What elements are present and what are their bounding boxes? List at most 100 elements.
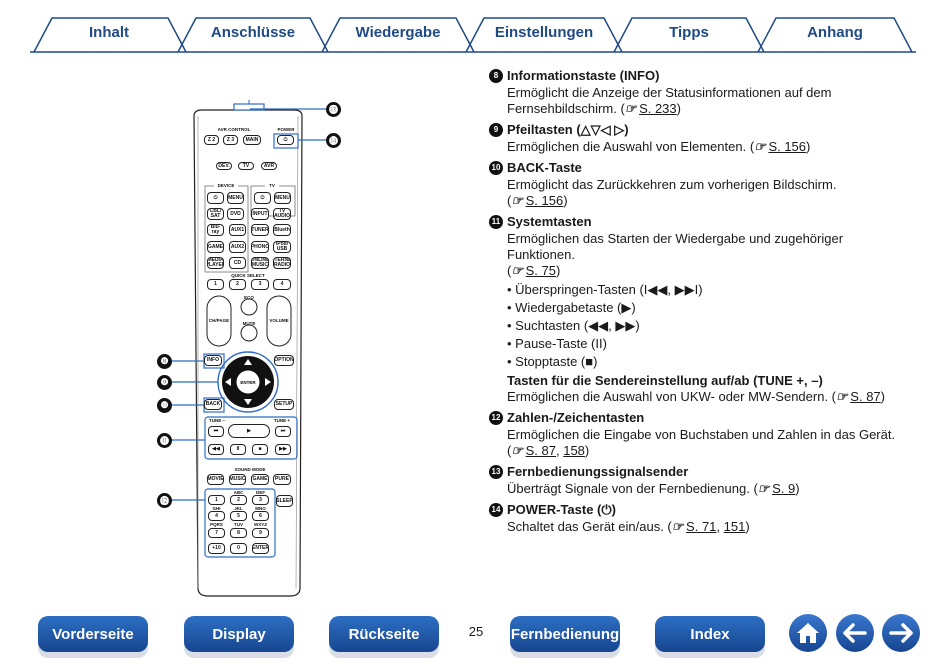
page-link[interactable]: S. 87 [850, 389, 881, 404]
power-button[interactable]: ⏻ [277, 135, 294, 145]
home-button[interactable] [789, 614, 827, 652]
sleep-button[interactable]: SLEEP [276, 495, 293, 507]
front-panel-button[interactable]: Vorderseite [38, 616, 148, 652]
game-mode-button[interactable]: GAME [251, 474, 269, 485]
tv-power-button[interactable]: ⏻ [254, 192, 271, 204]
enter-key-button[interactable]: ENTER [252, 543, 269, 554]
tab-anhang[interactable]: Anhang [807, 24, 863, 41]
skip-forward-button[interactable]: ⏭ [275, 426, 291, 437]
tv-mode-button[interactable]: TV [238, 162, 254, 170]
main-button[interactable]: MAIN [243, 135, 261, 145]
tab-anschluesse[interactable]: Anschlüsse [210, 24, 296, 41]
key-0[interactable]: 0 [230, 543, 247, 554]
quick-select-4[interactable]: 4 [273, 279, 291, 290]
aux1-button[interactable]: AUX1 [229, 224, 246, 236]
rewind-button[interactable]: ◀◀ [208, 444, 224, 455]
quick-select-2[interactable]: 2 [229, 279, 246, 290]
key-6[interactable]: 6 [252, 511, 269, 521]
input-button[interactable]: INPUT [251, 208, 269, 220]
bluetooth-button[interactable]: Blueth [273, 224, 291, 236]
ghi-label: GHI [212, 506, 221, 511]
key-2[interactable]: 2 [230, 495, 247, 505]
key-7[interactable]: 7 [208, 528, 225, 538]
pause-button[interactable]: II [230, 444, 246, 455]
page-link[interactable]: S. 71 [686, 519, 717, 534]
page-number: 25 [468, 624, 484, 639]
key-plus10[interactable]: +10 [208, 543, 225, 554]
system-button-list: • Überspringen-Tasten (I◀◀, ▶▶I) • Wiede… [507, 281, 909, 371]
bluray-button[interactable]: Blu-ray [207, 224, 224, 236]
device-power-button[interactable]: ⏻ [207, 192, 224, 204]
tv-menu-button[interactable]: MENU [274, 192, 291, 204]
pure-button[interactable]: PURE [273, 474, 291, 485]
music-button[interactable]: MUSIC [229, 474, 246, 485]
display-button[interactable]: Display [184, 616, 294, 652]
media-player-button[interactable]: MEDIA PLAYER [207, 257, 224, 269]
page-link[interactable]: S. 75 [525, 263, 556, 278]
enter-button[interactable]: ENTER [238, 380, 258, 385]
jkl-label: JKL [234, 506, 243, 511]
item-title: Systemtasten [507, 214, 592, 229]
setup-button[interactable]: SETUP [274, 399, 294, 410]
index-button[interactable]: Index [655, 616, 765, 652]
dev-button[interactable]: DEV. [216, 162, 232, 170]
cd-button[interactable]: CD [229, 257, 246, 269]
back-arrow-button[interactable] [836, 614, 874, 652]
online-music-button[interactable]: ONLINE MUSIC [251, 257, 269, 269]
remote-control-button[interactable]: Fernbedienung [510, 616, 620, 652]
aux2-button[interactable]: AUX2 [229, 241, 246, 253]
movie-button[interactable]: MOVIE [207, 474, 224, 485]
device-menu-button[interactable]: MENU [227, 192, 244, 204]
quick-select-3[interactable]: 3 [251, 279, 269, 290]
item-title: Fernbedienungssignalsender [507, 464, 689, 479]
page-link[interactable]: S. 156 [768, 139, 807, 154]
back-button[interactable]: BACK [204, 399, 222, 410]
page-link-2[interactable]: 158 [563, 443, 585, 458]
play-button[interactable]: ▶ [228, 424, 270, 438]
tuner-button[interactable]: TUNER [251, 224, 269, 236]
z2-button[interactable]: Z 2 [204, 135, 219, 145]
key-3[interactable]: 3 [252, 495, 269, 505]
tv-audio-button[interactable]: TV AUDIO [273, 208, 291, 220]
quick-select-1[interactable]: 1 [207, 279, 224, 290]
fast-forward-button[interactable]: ▶▶ [275, 444, 291, 455]
page-link[interactable]: S. 156 [525, 193, 564, 208]
reference-icon: ☞ [511, 443, 523, 458]
internet-radio-button[interactable]: INTERNET RADIO [273, 257, 291, 269]
key-1[interactable]: 1 [208, 495, 225, 505]
reference-icon: ☞ [836, 389, 848, 404]
dvd-button[interactable]: DVD [227, 208, 244, 220]
callout-10: ❿ [157, 398, 172, 413]
item-text: Überträgt Signale von der Fernbedienung. [507, 481, 750, 496]
ipod-usb-button[interactable]: iPod/ USB [273, 241, 291, 253]
skip-back-button[interactable]: ⏮ [208, 426, 224, 437]
tab-wiedergabe[interactable]: Wiedergabe [355, 24, 441, 41]
avr-button[interactable]: AVR [261, 162, 277, 170]
page-link-2[interactable]: 151 [723, 519, 746, 534]
rear-panel-button[interactable]: Rückseite [329, 616, 439, 652]
tab-einstellungen[interactable]: Einstellungen [494, 24, 594, 41]
page-link[interactable]: S. 233 [639, 101, 677, 116]
key-9[interactable]: 9 [252, 528, 269, 538]
tab-tipps[interactable]: Tipps [669, 24, 709, 41]
tab-inhalt[interactable]: Inhalt [89, 24, 129, 41]
key-8[interactable]: 8 [230, 528, 247, 538]
game-button[interactable]: GAME [207, 241, 224, 253]
tab-outline [30, 17, 916, 53]
option-button[interactable]: OPTION [274, 355, 294, 366]
page-link[interactable]: S. 9 [772, 481, 796, 496]
stop-button[interactable]: ■ [252, 444, 268, 455]
cbl-sat-button[interactable]: CBL/ SAT [207, 208, 224, 220]
key-4[interactable]: 4 [208, 511, 225, 521]
skip-back-icon: ⏮ [213, 428, 219, 434]
phono-button[interactable]: PHONO [251, 241, 269, 253]
z3-button[interactable]: Z 3 [223, 135, 238, 145]
callout-14: ⓮ [326, 133, 341, 148]
info-button[interactable]: INFO [204, 355, 222, 366]
key-5[interactable]: 5 [230, 511, 247, 521]
page-link[interactable]: S. 87 [525, 443, 556, 458]
reference-icon: ☞ [624, 101, 637, 116]
forward-arrow-button[interactable] [882, 614, 920, 652]
avr-control-label: AVR CONTROL [217, 127, 251, 132]
